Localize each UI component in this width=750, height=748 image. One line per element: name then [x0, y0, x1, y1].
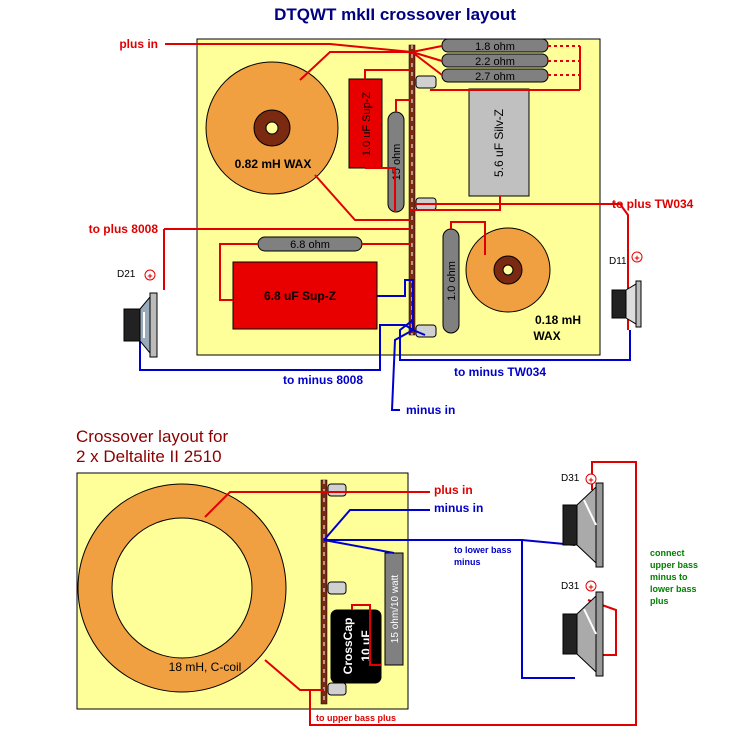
top-terminal-strip — [408, 44, 416, 336]
cap-crosscap-10uf — [330, 609, 382, 684]
coil-18mh — [77, 483, 287, 693]
res-1_8ohm-label: 1.8 ohm — [475, 41, 515, 53]
label-d21: D21 — [117, 269, 136, 280]
svg-text:+: + — [147, 271, 152, 281]
parallel-resistors — [441, 38, 549, 83]
svg-text:+: + — [634, 253, 639, 263]
woofer-d21-icon — [123, 292, 158, 358]
bottom-minus-wires — [323, 509, 576, 679]
tweeter-d11-icon — [611, 280, 642, 328]
resistor-jumpers — [430, 45, 581, 91]
label-minus-in-bottom: minus in — [434, 501, 483, 515]
res-2_2ohm-label: 2.2 ohm — [475, 56, 515, 68]
d31-lower-plus-marker: + — [585, 580, 597, 592]
cap-6_8uf-label: 6.8 uF Sup-Z — [264, 289, 336, 303]
label-minus-in-top: minus in — [406, 403, 455, 417]
label-to-plus-8008: to plus 8008 — [89, 222, 159, 236]
label-to-minus-8008: to minus 8008 — [283, 373, 363, 387]
woofer-d31-upper-icon — [562, 482, 604, 568]
label-d31-lower: D31 — [561, 581, 580, 592]
label-d31-upper: D31 — [561, 473, 580, 484]
note-connect-2: upper bass — [650, 560, 698, 570]
d31-upper-plus-marker: + — [585, 473, 597, 485]
label-plus-in-top: plus in — [119, 37, 158, 51]
note-connect-3: minus to — [650, 572, 688, 582]
cap-6_8uf — [232, 261, 378, 330]
cap-1uf-label: 1.0 uF Sup-Z — [361, 92, 373, 156]
res-15ohm-10w-label: 15 ohm/10 watt — [390, 575, 401, 644]
label-d11: D11 — [609, 256, 627, 267]
coil-018mh-label-1: 0.18 mH — [535, 313, 581, 327]
res-6_8ohm-label: 6.8 ohm — [290, 239, 330, 251]
coil-18mh-label: 18 mH, C-coil — [169, 660, 242, 674]
note-connect-1: connect — [650, 548, 685, 558]
label-to-minus-tw034: to minus TW034 — [454, 365, 546, 379]
cap-5_6uf-label: 5.6 uF Silv-Z — [492, 109, 506, 177]
bottom-title-line1: Crossover layout for — [76, 427, 228, 446]
label-to-plus-tw034: to plus TW034 — [612, 197, 694, 211]
coil-082mh-label: 0.82 mH WAX — [235, 157, 312, 171]
top-plus-wires — [163, 43, 629, 330]
cap-crosscap-label-1: CrossCap — [341, 618, 355, 675]
cap-5_6uf — [468, 88, 530, 197]
svg-text:+: + — [588, 582, 593, 592]
label-to-upper-bass-plus: to upper bass plus — [316, 713, 396, 723]
note-connect-5: plus — [650, 596, 669, 606]
svg-text:+: + — [588, 475, 593, 485]
d21-plus-marker: + — [144, 269, 156, 281]
coil-082mh — [205, 61, 339, 195]
res-1_0ohm-label: 1.0 ohm — [446, 261, 458, 301]
note-connect-4: lower bass — [650, 584, 697, 594]
res-2_7ohm-label: 2.7 ohm — [475, 71, 515, 83]
coil-018mh — [465, 227, 551, 313]
label-to-lower-bass-minus-2: minus — [454, 557, 481, 567]
label-plus-in-bottom: plus in — [434, 483, 473, 497]
coil-018mh-label-2: WAX — [533, 329, 560, 343]
d11-plus-marker: + — [631, 251, 643, 263]
label-to-lower-bass-minus-1: to lower bass — [454, 545, 512, 555]
top-title: DTQWT mkII crossover layout — [274, 5, 516, 24]
bottom-title-line2: 2 x Deltalite II 2510 — [76, 447, 222, 466]
woofer-d31-lower-icon — [562, 591, 604, 677]
bottom-terminal-strip — [320, 479, 328, 705]
res-15ohm-label: 15 ohm — [391, 144, 403, 181]
